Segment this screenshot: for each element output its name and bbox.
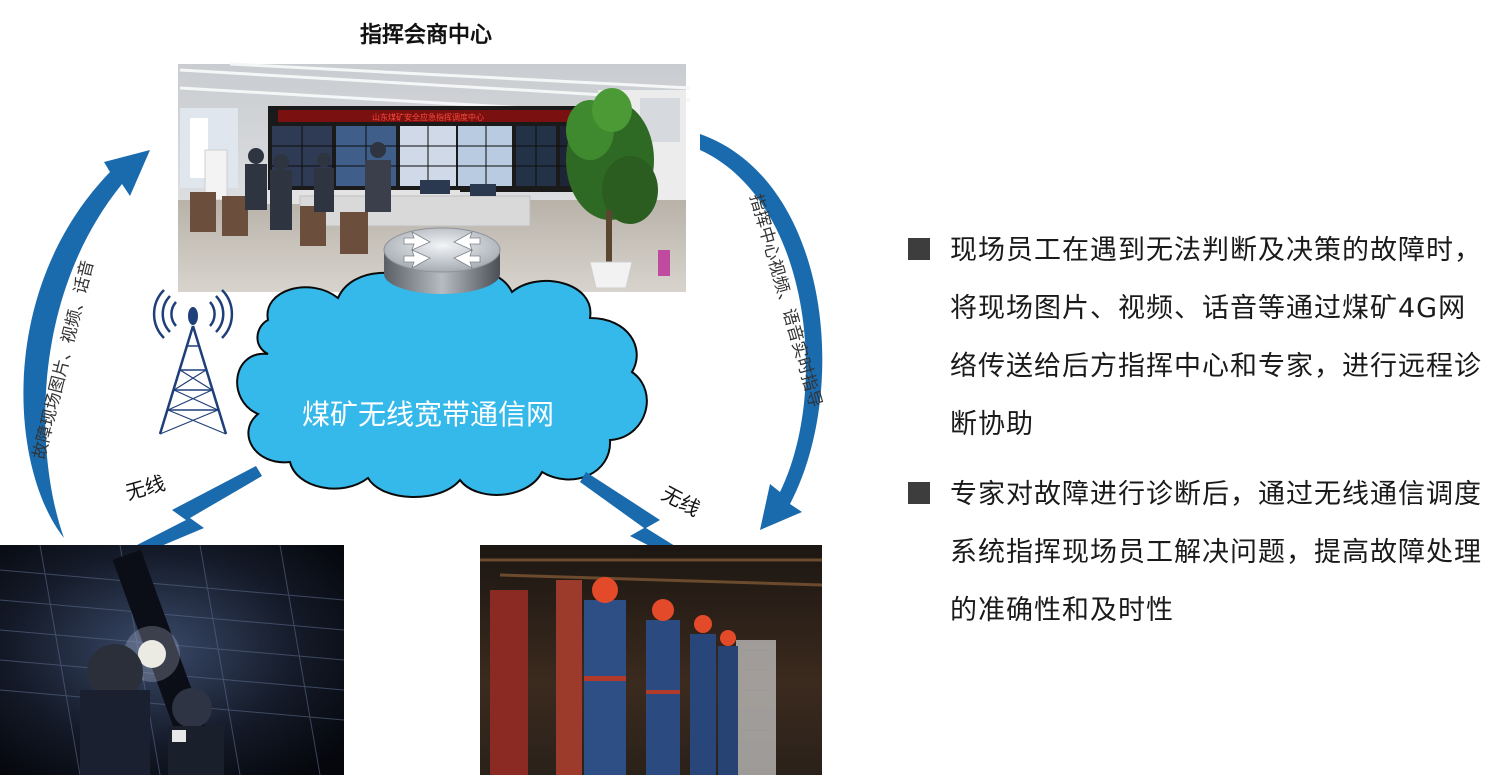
router-icon	[383, 227, 501, 294]
network-cloud	[236, 268, 648, 498]
square-bullet-icon	[908, 482, 930, 504]
field-photo-inspection	[0, 544, 345, 775]
left-upload-arrow	[23, 150, 150, 538]
radio-tower-icon	[152, 289, 234, 435]
cloud-label: 煤矿无线宽带通信网	[302, 398, 554, 431]
screen-banner: 山东煤矿安全应急指挥调度中心	[372, 112, 484, 122]
lightning-wireless-icon	[580, 472, 720, 578]
bullet-text: 现场员工在遇到无法判断及决策的故障时，将现场图片、视频、话音等通过煤矿4G网络传…	[950, 235, 1482, 440]
command-center-photo: 山东煤矿安全应急指挥调度中心	[178, 62, 691, 292]
field-photo-tunnel-team	[480, 545, 823, 775]
square-bullet-icon	[908, 238, 930, 260]
diagram-title: 指挥会商中心	[360, 22, 492, 48]
bullet-text: 专家对故障进行诊断后，通过无线通信调度系统指挥现场员工解决问题，提高故障处理的准…	[950, 479, 1482, 626]
potted-plant	[566, 88, 658, 289]
bullet-item: 现场员工在遇到无法判断及决策的故障时，将现场图片、视频、话音等通过煤矿4G网络传…	[908, 222, 1488, 454]
wireless-label-left: 无线	[123, 471, 168, 505]
bullet-item: 专家对故障进行诊断后，通过无线通信调度系统指挥现场员工解决问题，提高故障处理的准…	[908, 466, 1488, 640]
bullet-list: 现场员工在遇到无法判断及决策的故障时，将现场图片、视频、话音等通过煤矿4G网络传…	[908, 222, 1488, 652]
wireless-label-right: 无线	[658, 481, 705, 521]
lightning-wireless-icon	[96, 466, 262, 570]
right-guidance-arrow	[700, 134, 823, 530]
